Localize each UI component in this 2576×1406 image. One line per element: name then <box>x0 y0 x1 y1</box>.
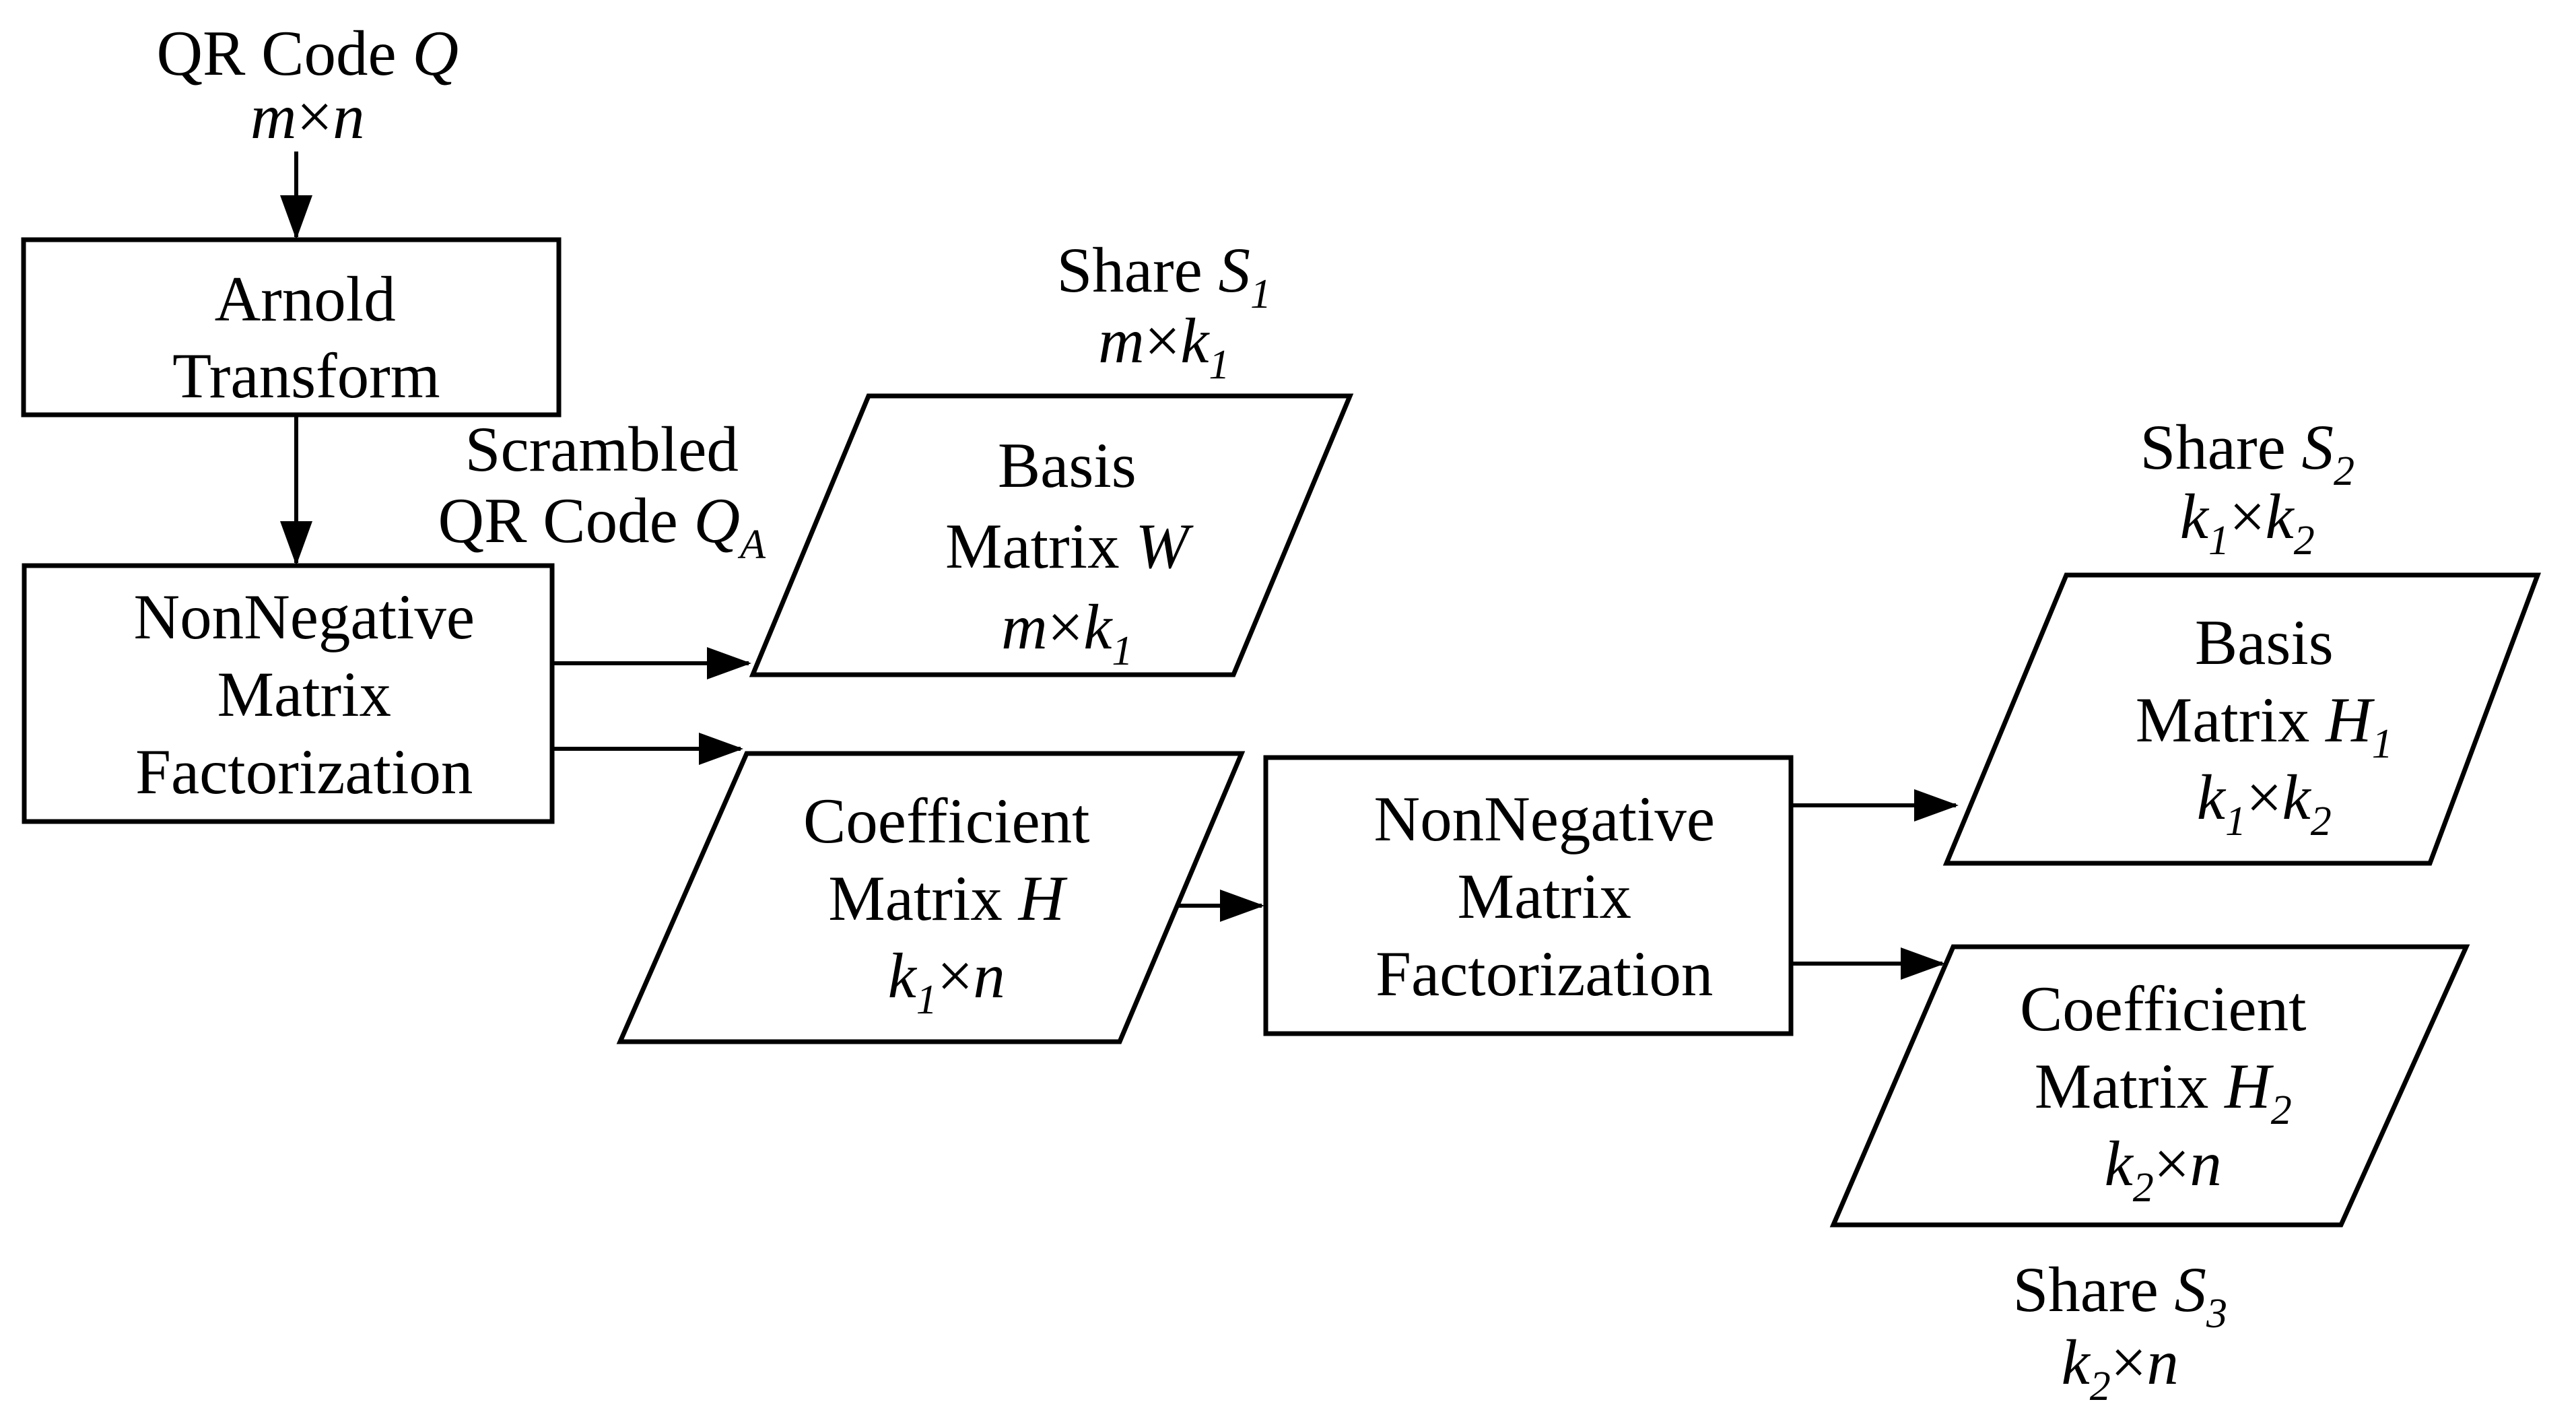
basis-matrix-w-parallelogram <box>749 393 1354 677</box>
arnold-box-line1: Arnold <box>138 263 444 335</box>
nmf1-line1: NonNegative <box>54 581 523 652</box>
nmf2-box <box>1263 755 1794 1036</box>
qr-input-label-dims: m×n <box>170 81 413 152</box>
coeff-h2-line1: Coefficient <box>1940 973 2354 1044</box>
nmf1-line2: Matrix <box>137 659 440 730</box>
scrambled-label-line2: QR Code QA <box>358 485 813 572</box>
nmf2-line3: Factorization <box>1295 938 1761 1009</box>
qr-input-var: Q <box>412 18 459 89</box>
basis-w-line2: Matrix W <box>865 510 1236 582</box>
scrambled-label-line1: Scrambled <box>385 413 786 485</box>
nmf1-line3: Factorization <box>55 736 520 807</box>
share-s1-label-line1: Share S1 <box>977 234 1320 322</box>
basis-matrix-h1-parallelogram <box>1942 572 2542 866</box>
share-s2-label-dims: k1×k2 <box>2100 481 2363 568</box>
share-s1-label-dims: m×k1 <box>1018 305 1277 393</box>
coeff-h-line2: Matrix H <box>749 863 1113 934</box>
coeff-h-dims: k1×n <box>808 940 1053 1023</box>
basis-w-dims: m×k1 <box>921 591 1180 679</box>
share-s3-label-line1: Share S3 <box>1933 1254 2276 1341</box>
share-s2-label-line1: Share S2 <box>2060 411 2403 499</box>
qr-input-label-line1: QR Code Q <box>77 18 507 89</box>
nmf2-line1: NonNegative <box>1294 783 1763 855</box>
coefficient-matrix-h2-parallelogram <box>1829 944 2470 1228</box>
nmf2-line2: Matrix <box>1378 861 1680 932</box>
basis-w-line1: Basis <box>918 430 1184 501</box>
coefficient-matrix-h-parallelogram <box>616 751 1246 1044</box>
coeff-h-line1: Coefficient <box>723 785 1138 857</box>
arnold-box-line2: Transform <box>94 340 488 411</box>
arnold-transform-box <box>21 237 562 417</box>
basis-h1-line2: Matrix H1 <box>2056 684 2441 772</box>
coeff-h2-dims: k2×n <box>2025 1128 2270 1211</box>
basis-h1-line1: Basis <box>2115 607 2381 678</box>
qr-input-name: QR Code <box>156 18 412 89</box>
basis-h1-dims: k1×k2 <box>2117 762 2379 849</box>
share-s3-label-dims: k2×n <box>1981 1327 2227 1406</box>
nmf1-box <box>22 563 555 824</box>
coeff-h2-line2: Matrix H2 <box>1955 1050 2340 1138</box>
